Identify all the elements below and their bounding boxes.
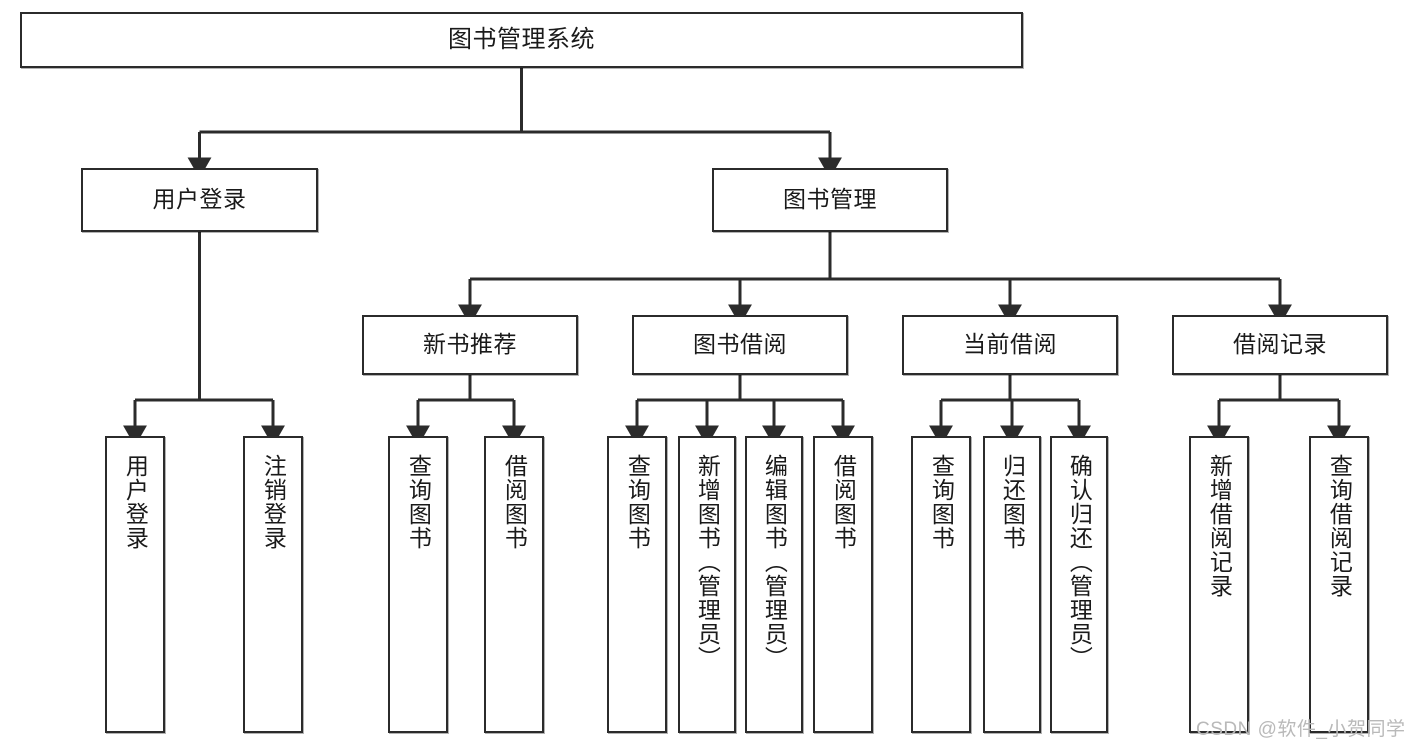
node-label-leaf-user-logout: 注销登录 bbox=[260, 454, 287, 550]
node-leaf-borrow-query[interactable]: 查询图书 bbox=[607, 436, 667, 733]
node-leaf-borrow-add[interactable]: 新增图书（管理员） bbox=[678, 436, 736, 733]
node-book-manage[interactable]: 图书管理 bbox=[712, 168, 948, 232]
node-leaf-rec-borrow[interactable]: 借阅图书 bbox=[484, 436, 544, 733]
node-label-leaf-rec-add: 新增借阅记录 bbox=[1206, 454, 1233, 598]
node-label-leaf-borrow-lend: 借阅图书 bbox=[830, 454, 857, 550]
node-label-leaf-rec-search: 查询借阅记录 bbox=[1326, 454, 1353, 598]
node-label-leaf-cur-confirm: 确认归还（管理员） bbox=[1066, 454, 1093, 670]
node-root[interactable]: 图书管理系统 bbox=[20, 12, 1023, 68]
node-label-user-login: 用户登录 bbox=[152, 186, 247, 213]
node-leaf-borrow-lend[interactable]: 借阅图书 bbox=[813, 436, 873, 733]
node-borrow-record[interactable]: 借阅记录 bbox=[1172, 315, 1388, 375]
node-label-leaf-user-login: 用户登录 bbox=[122, 454, 149, 550]
node-label-leaf-rec-borrow: 借阅图书 bbox=[501, 454, 528, 550]
node-label-leaf-borrow-query: 查询图书 bbox=[624, 454, 651, 550]
node-leaf-user-logout[interactable]: 注销登录 bbox=[243, 436, 303, 733]
node-current-borrow[interactable]: 当前借阅 bbox=[902, 315, 1118, 375]
node-label-root: 图书管理系统 bbox=[448, 25, 595, 53]
node-leaf-user-login[interactable]: 用户登录 bbox=[105, 436, 165, 733]
node-user-login[interactable]: 用户登录 bbox=[81, 168, 318, 232]
node-label-leaf-borrow-add: 新增图书（管理员） bbox=[694, 454, 721, 670]
node-leaf-borrow-edit[interactable]: 编辑图书（管理员） bbox=[745, 436, 803, 733]
node-label-leaf-rec-query: 查询图书 bbox=[405, 454, 432, 550]
node-leaf-rec-query[interactable]: 查询图书 bbox=[388, 436, 448, 733]
node-label-new-book-rec: 新书推荐 bbox=[423, 331, 517, 358]
node-label-current-borrow: 当前借阅 bbox=[963, 331, 1057, 358]
node-leaf-cur-confirm[interactable]: 确认归还（管理员） bbox=[1050, 436, 1108, 733]
node-label-leaf-cur-query: 查询图书 bbox=[928, 454, 955, 550]
node-label-leaf-borrow-edit: 编辑图书（管理员） bbox=[761, 454, 788, 670]
node-label-leaf-cur-return: 归还图书 bbox=[999, 454, 1026, 550]
node-label-borrow-record: 借阅记录 bbox=[1233, 331, 1327, 358]
node-leaf-rec-search[interactable]: 查询借阅记录 bbox=[1309, 436, 1369, 733]
node-new-book-rec[interactable]: 新书推荐 bbox=[362, 315, 578, 375]
node-label-book-borrow: 图书借阅 bbox=[693, 331, 787, 358]
node-label-book-manage: 图书管理 bbox=[783, 186, 877, 213]
node-leaf-rec-add[interactable]: 新增借阅记录 bbox=[1189, 436, 1249, 733]
node-book-borrow[interactable]: 图书借阅 bbox=[632, 315, 848, 375]
csdn-watermark: CSDN @软件_小贺同学 bbox=[1196, 719, 1405, 740]
node-leaf-cur-query[interactable]: 查询图书 bbox=[911, 436, 971, 733]
node-leaf-cur-return[interactable]: 归还图书 bbox=[983, 436, 1041, 733]
